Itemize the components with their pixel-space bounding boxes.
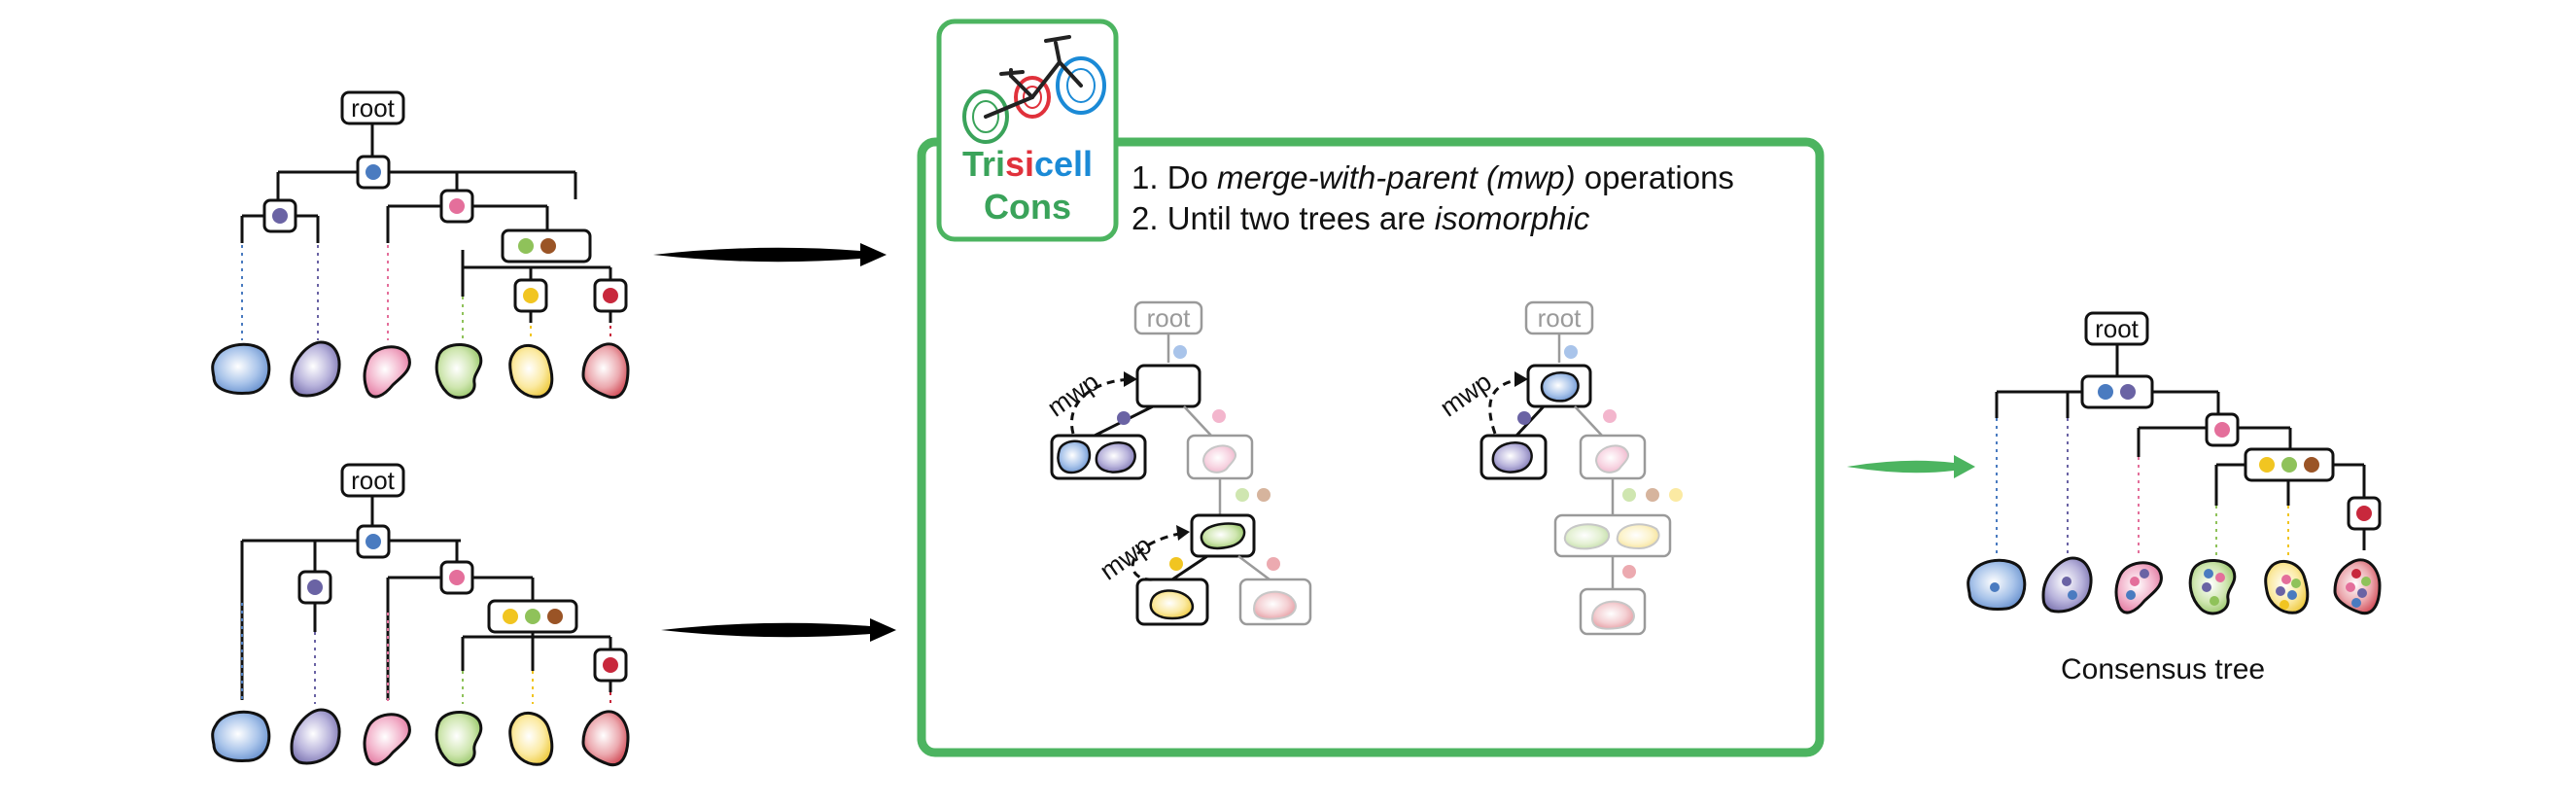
trisicell-cons-logo	[936, 18, 1119, 242]
tree1-root-label: root	[351, 93, 395, 123]
arrow-tree2-to-cons	[661, 618, 896, 642]
arrow-cons-to-consensus	[1847, 455, 1975, 478]
logo-cell: cell	[1034, 144, 1094, 184]
input-tree-2	[240, 463, 628, 704]
consensus-root-label: root	[2095, 314, 2139, 343]
logo-tri: Tri	[961, 144, 1005, 184]
mwp-left-root-label: root	[1146, 303, 1191, 333]
step-2: 2. Until two trees are isomorphic	[1131, 200, 1590, 236]
tree2-root-label: root	[351, 466, 395, 495]
trisicell-cons-frame	[917, 137, 1825, 757]
mwp-diagram-left	[1050, 300, 1312, 626]
arrow-tree1-to-cons	[653, 243, 887, 266]
logo-title-line1: Trisicell	[958, 144, 1097, 185]
consensus-tree	[1995, 311, 2382, 556]
cells-row-1	[211, 340, 630, 400]
consensus-caption: Consensus tree	[2061, 653, 2266, 685]
consensus-cell-dots	[1990, 569, 2371, 610]
step-1: 1. Do merge-with-parent (mwp) operations	[1131, 159, 1734, 195]
logo-title-line2: Cons	[984, 187, 1071, 227]
cells-row-2	[211, 708, 630, 767]
mwp-right-root-label: root	[1537, 303, 1582, 333]
consensus-cells	[1967, 556, 2382, 615]
logo-si: si	[1004, 144, 1034, 184]
input-tree-1	[240, 90, 628, 340]
mwp-diagram-right	[1479, 300, 1683, 636]
